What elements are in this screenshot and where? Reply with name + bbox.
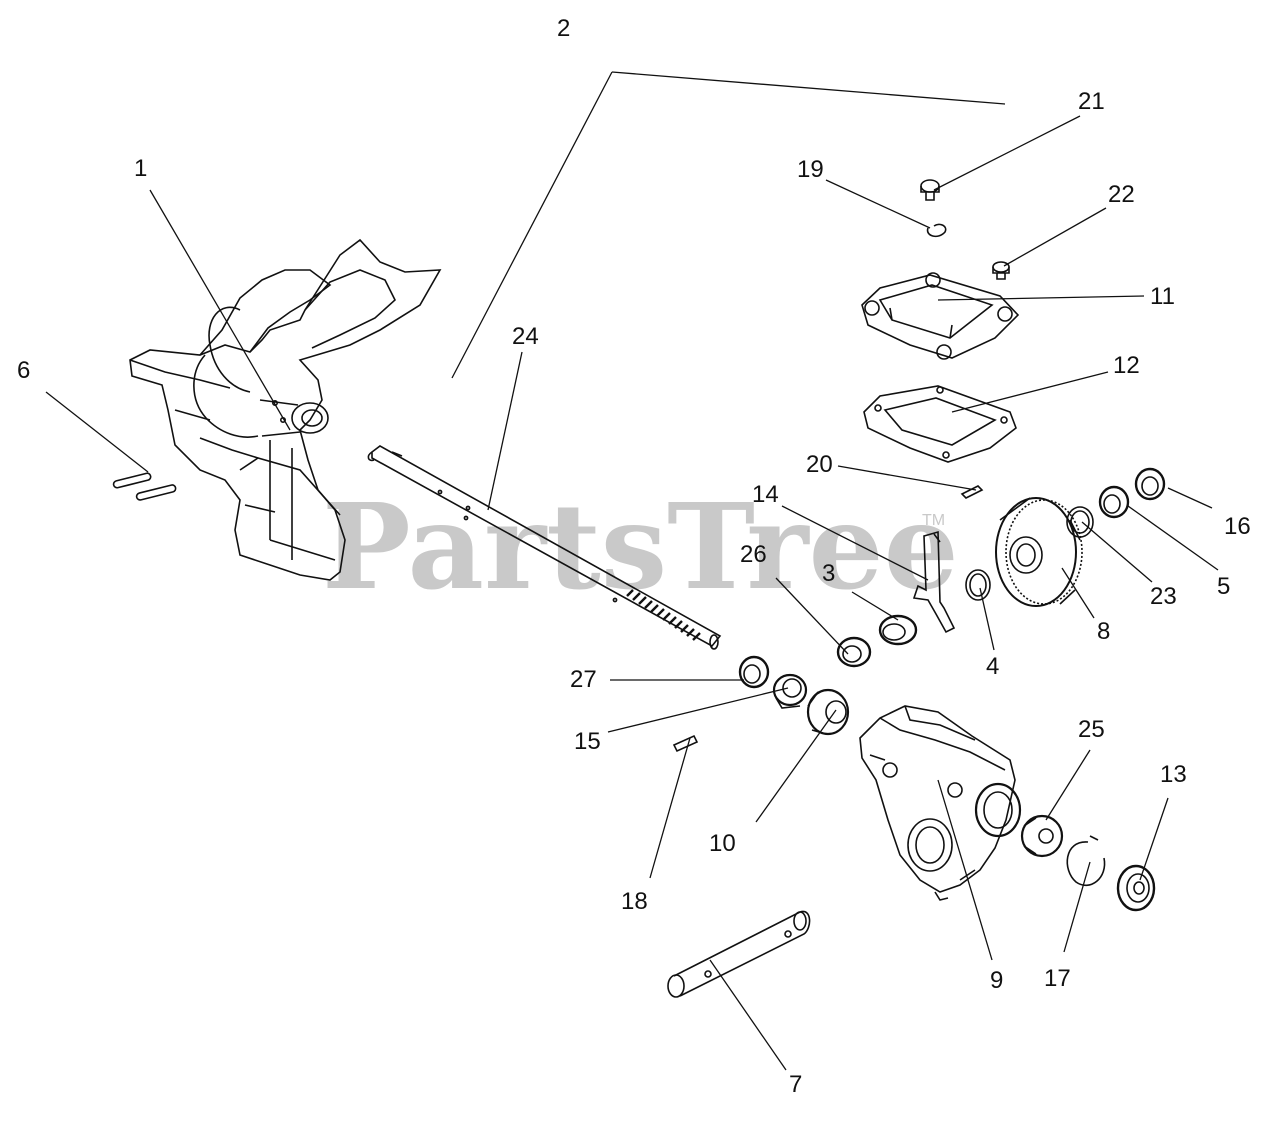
callout-27: 27 [570, 666, 597, 693]
part-15-bushing [772, 673, 808, 709]
callout-2: 2 [557, 15, 571, 42]
callout-19: 19 [797, 156, 824, 183]
callout-26: 26 [740, 541, 767, 568]
part-9-gearbox-housing [859, 705, 1022, 901]
part-11-cover [861, 272, 1020, 360]
callout-7: 7 [789, 1071, 803, 1098]
part-18-key [672, 734, 699, 753]
callout-1: 1 [134, 155, 148, 182]
part-16-seal [1134, 467, 1166, 501]
part-12-gasket [863, 385, 1017, 463]
callout-21: 21 [1078, 88, 1105, 115]
callout-24: 24 [512, 323, 539, 350]
watermark-trademark: TM [922, 512, 946, 529]
part-21-bolt [920, 179, 940, 201]
callout-8: 8 [1097, 618, 1111, 645]
leader-lines [45, 71, 1219, 1071]
callout-6: 6 [17, 357, 31, 384]
callout-16: 16 [1224, 513, 1251, 540]
callout-5: 5 [1217, 573, 1231, 600]
part-14-bracket [912, 530, 956, 634]
part-25-spacer [1020, 814, 1064, 858]
part-3-bearing [878, 614, 918, 646]
part-1-chute-housing [129, 238, 442, 581]
part-10-bearing [806, 688, 850, 736]
part-6-pins [112, 472, 177, 501]
part-13-cap [1116, 864, 1156, 912]
part-23-ring [1066, 506, 1094, 538]
callout-22: 22 [1108, 181, 1135, 208]
part-22-bolt [992, 261, 1010, 280]
callout-18: 18 [621, 888, 648, 915]
callout-25: 25 [1078, 716, 1105, 743]
callout-20: 20 [806, 451, 833, 478]
part-26-washer [836, 636, 872, 668]
part-4-snap-ring [965, 569, 991, 601]
callout-13: 13 [1160, 761, 1187, 788]
callout-14: 14 [752, 481, 779, 508]
part-19-washer [926, 223, 947, 238]
callout-23: 23 [1150, 583, 1177, 610]
part-8-gear [995, 497, 1083, 607]
callout-9: 9 [990, 967, 1004, 994]
callout-10: 10 [709, 830, 736, 857]
part-27-washer [738, 655, 770, 689]
part-17-retaining-ring [1066, 835, 1106, 887]
callout-11: 11 [1150, 283, 1175, 310]
watermark: PartsTree [322, 477, 959, 616]
part-24-worm-shaft [367, 445, 722, 650]
callout-3: 3 [822, 560, 836, 587]
callout-12: 12 [1113, 352, 1140, 379]
part-20-key [960, 485, 984, 499]
callout-17: 17 [1044, 965, 1071, 992]
part-7-pin-shaft [667, 910, 811, 998]
callout-15: 15 [574, 728, 601, 755]
callout-4: 4 [986, 653, 1000, 680]
part-5-bushing [1098, 485, 1130, 519]
